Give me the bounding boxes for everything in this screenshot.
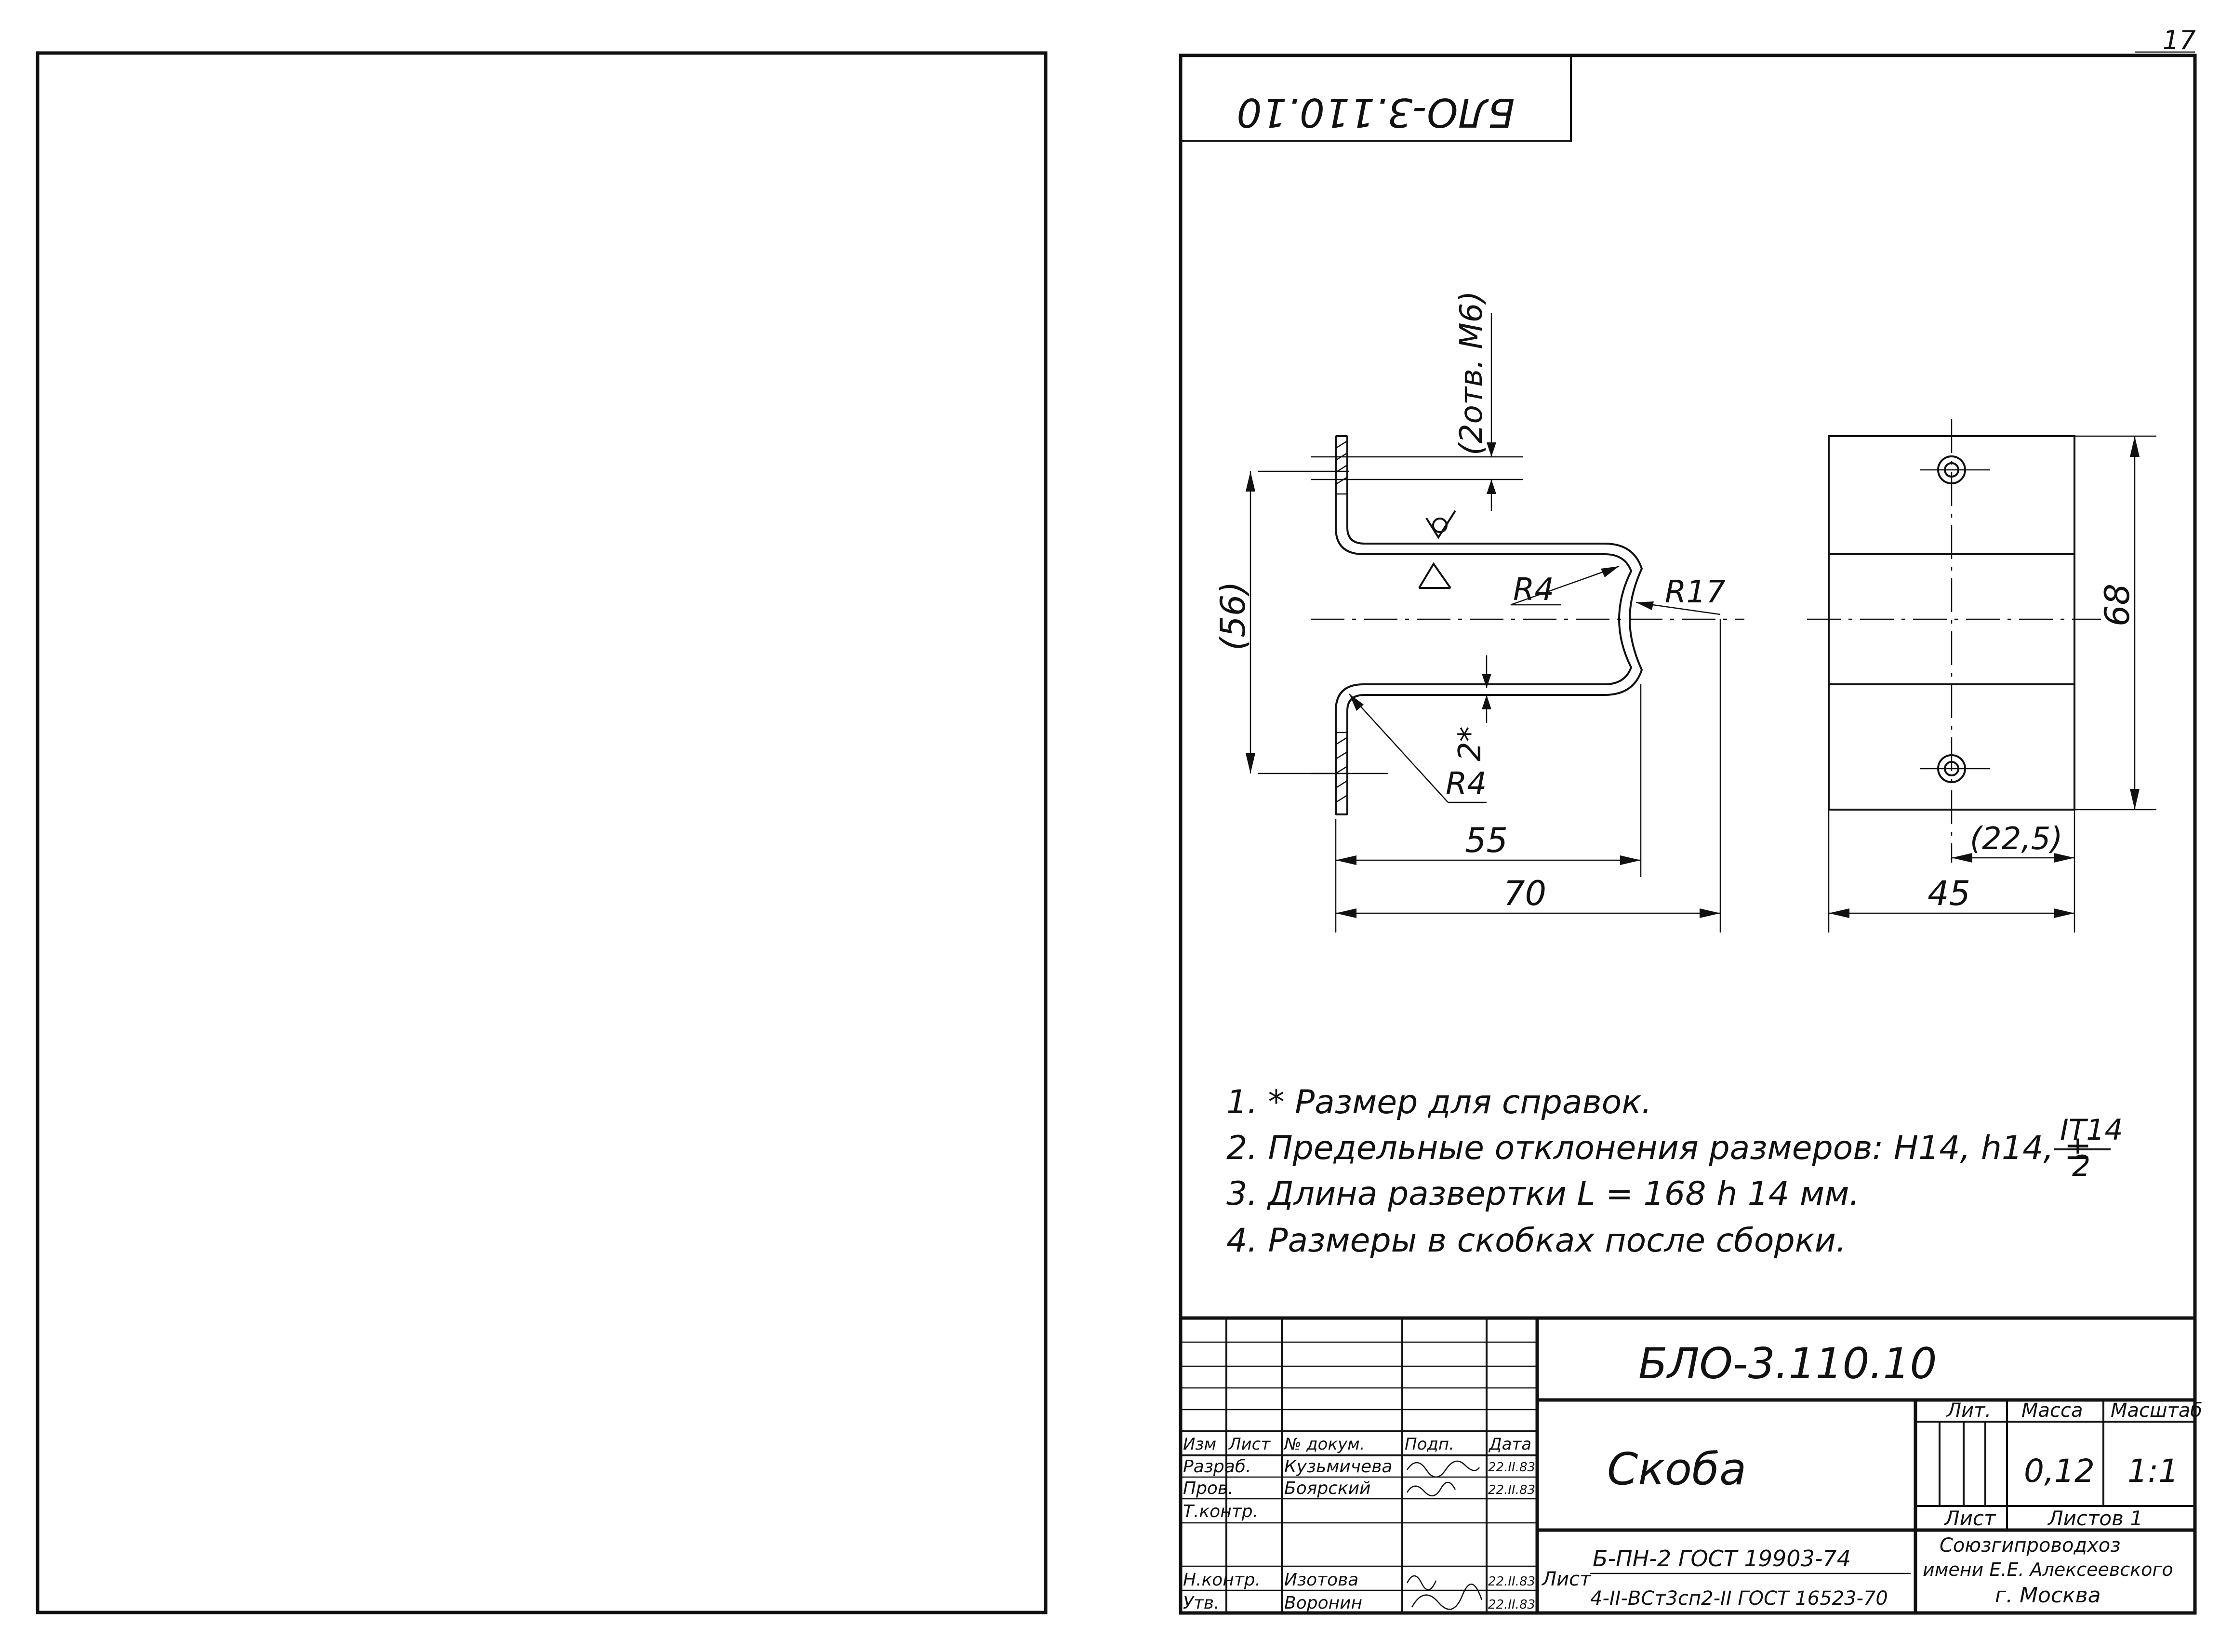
tb-header-list: Лист — [1228, 1435, 1271, 1454]
tb-date-3: 22.II.83 — [1488, 1574, 1535, 1589]
corner-stamp-text: БЛО-3.110.10 — [1236, 89, 1515, 135]
tb-sheets-label: Листов 1 — [2047, 1506, 2143, 1530]
title-block: Изм Лист № докум. Подп. Дата Разраб. Про… — [1181, 1316, 2202, 1613]
tb-part-name: Скоба — [1607, 1443, 1746, 1495]
notes: 1. * Размер для справок. 2. Предельные о… — [1226, 1083, 2123, 1260]
tb-role-norm-control: Н.контр. — [1183, 1570, 1261, 1590]
dim-r17: R17 — [1665, 574, 1726, 610]
signature-checker — [1406, 1481, 1456, 1496]
corner-stamp: БЛО-3.110.10 — [1181, 55, 1572, 142]
tb-material-line1: Б-ПН-2 ГОСТ 19903-74 — [1593, 1545, 1851, 1572]
dim-45: 45 — [1928, 874, 1970, 913]
note-1: 1. * Размер для справок. — [1226, 1083, 1652, 1121]
dim-70: 70 — [1503, 874, 1546, 913]
tb-role-checked: Пров. — [1183, 1479, 1234, 1498]
dim-r4-top: R4 — [1513, 572, 1554, 608]
tb-role-approved: Утв. — [1183, 1593, 1220, 1613]
tb-name-approver: Воронин — [1284, 1593, 1362, 1613]
bracket-side-view — [1807, 419, 2101, 863]
tb-name-checker: Боярский — [1284, 1479, 1371, 1498]
tb-material-prefix: Лист — [1541, 1568, 1592, 1590]
signature-approver — [1411, 1584, 1483, 1610]
dim-thickness-2: 2* — [1452, 726, 1488, 761]
note-4: 4. Размеры в скобках после сборки. — [1226, 1222, 1847, 1260]
side-view-dimensions: 68 (22,5) 45 — [1828, 435, 2156, 933]
tb-mass-value: 0,12 — [2024, 1452, 2095, 1490]
tb-date-2: 22.II.83 — [1488, 1483, 1535, 1497]
tb-lit-label: Лит. — [1946, 1399, 1991, 1422]
tb-org-line1: Союзгипроводхоз — [1940, 1534, 2121, 1557]
sheet-number: 17 — [2163, 25, 2196, 55]
tb-date-1: 22.II.83 — [1488, 1460, 1535, 1475]
tb-scale-label: Масштаб — [2111, 1399, 2202, 1422]
tb-name-developer: Кузьмичева — [1284, 1457, 1392, 1477]
dim-22-5: (22,5) — [1970, 821, 2062, 857]
tb-sheet-label: Лист — [1943, 1506, 1996, 1530]
dim-holes-m6: (2отв. М6) — [1454, 291, 1489, 455]
tb-name-norm-controller: Изотова — [1284, 1570, 1358, 1590]
dim-68: 68 — [2098, 584, 2137, 626]
left-blank-sheet — [36, 51, 1048, 1614]
tb-scale-value: 1:1 — [2127, 1452, 2179, 1490]
dim-r4-bottom: R4 — [1446, 766, 1487, 802]
note-3: 3. Длина развертки L = 168 h 14 мм. — [1226, 1175, 1860, 1213]
signature-norm-controller — [1406, 1575, 1437, 1590]
tb-material-line2: 4-II-ВСт3сп2-II ГОСТ 16523-70 — [1590, 1587, 1888, 1610]
dim-56: (56) — [1213, 581, 1253, 651]
tb-role-developed: Разраб. — [1183, 1457, 1251, 1477]
bracket-front-view — [1258, 435, 1744, 815]
front-view-dimensions: (2отв. М6) (56) R4 R17 2* R4 55 — [1213, 291, 1726, 933]
tb-date-4: 22.II.83 — [1488, 1598, 1535, 1612]
note-2: 2. Предельные отклонения размеров: Н14, … — [1226, 1129, 2092, 1167]
right-sheet-frame — [1179, 53, 2197, 1615]
tb-designation: БЛО-3.110.10 — [1638, 1339, 1937, 1388]
tb-header-doc-no: № докум. — [1283, 1435, 1365, 1454]
signature-developer — [1406, 1460, 1480, 1478]
tb-org-line2: имени Е.Е. Алексеевского — [1923, 1559, 2173, 1580]
tolerance-numerator: IT14 — [2060, 1113, 2123, 1147]
tolerance-denominator: 2 — [2072, 1149, 2090, 1183]
tb-org-line3: г. Москва — [1995, 1583, 2101, 1608]
tb-header-izm: Изм — [1183, 1435, 1216, 1454]
tb-mass-label: Масса — [2021, 1399, 2083, 1422]
tb-header-sign: Подп. — [1405, 1435, 1454, 1454]
dim-55: 55 — [1465, 821, 1508, 860]
tb-header-date: Дата — [1488, 1435, 1531, 1454]
tb-role-tech-control: Т.контр. — [1183, 1502, 1258, 1521]
